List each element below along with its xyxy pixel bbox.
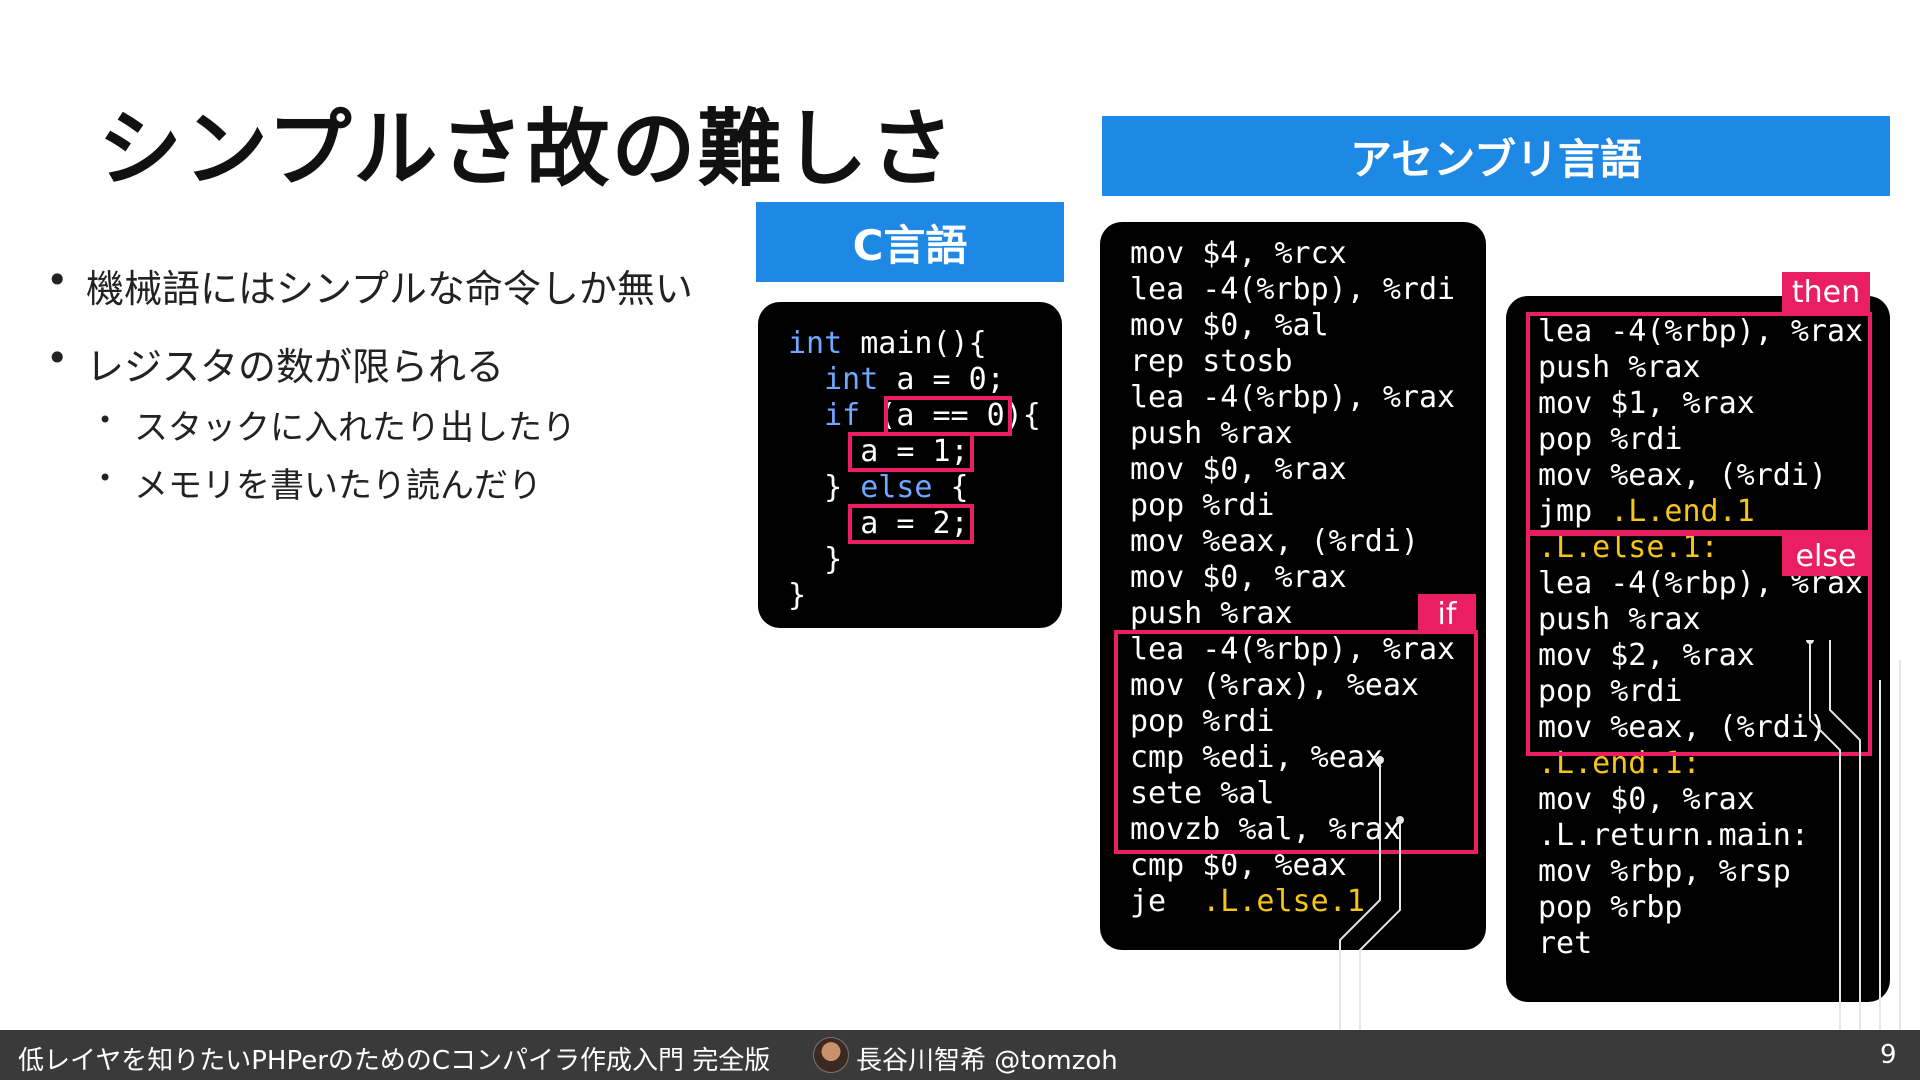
- asm-line: mov $4, %rcx: [1130, 236, 1347, 271]
- sub-bullet-item: スタックに入れたり出したり: [98, 400, 576, 449]
- footer-bar: 低レイヤを知りたいPHPerのためのCコンパイラ作成入門 完全版 長谷川智希 @…: [0, 1030, 1920, 1080]
- asm-line: ret: [1538, 926, 1593, 961]
- asm-line: rep stosb: [1130, 344, 1293, 379]
- asm-line: mov $0, %rax: [1130, 452, 1347, 487]
- then-tag: then: [1782, 272, 1870, 312]
- code-line: a = 1;: [788, 434, 969, 469]
- asm-line: push %rax: [1538, 602, 1701, 637]
- code-line: int main(){: [788, 326, 987, 361]
- asm-line: je .L.else.1: [1130, 884, 1365, 919]
- assembly-code-panel-2: lea -4(%rbp), %rax push %rax mov $1, %ra…: [1506, 296, 1890, 1002]
- speaker-name: 長谷川智希 @tomzoh: [856, 1046, 1118, 1076]
- speaker-avatar: [813, 1037, 849, 1073]
- slide-title: シンプルさ故の難しさ: [98, 100, 956, 198]
- if-tag: if: [1418, 594, 1476, 634]
- asm-line: cmp %edi, %eax: [1130, 740, 1383, 775]
- asm-line: push %rax: [1538, 350, 1701, 385]
- else-block-highlight: [1526, 532, 1872, 756]
- asm-line: lea -4(%rbp), %rdi: [1130, 272, 1456, 307]
- asm-line: mov %eax, (%rdi): [1130, 524, 1419, 559]
- asm-line: lea -4(%rbp), %rax: [1130, 380, 1456, 415]
- else-highlight-box: [848, 504, 974, 544]
- asm-line: pop %rbp: [1538, 890, 1683, 925]
- asm-line: mov $1, %rax: [1538, 386, 1755, 421]
- asm-line: pop %rdi: [1538, 422, 1683, 457]
- asm-line: .L.return.main:: [1538, 818, 1809, 853]
- bullet-item: 機械語にはシンプルな命令しか無い: [46, 258, 693, 313]
- page-number: 9: [1880, 1040, 1897, 1070]
- sub-bullet-item: メモリを書いたり読んだり: [98, 458, 542, 507]
- asm-line: push %rax: [1130, 596, 1293, 631]
- asm-line: mov %eax, (%rdi): [1538, 458, 1827, 493]
- asm-line: pop %rdi: [1538, 674, 1683, 709]
- assembly-code-panel-1: mov $4, %rcx lea -4(%rbp), %rdi mov $0, …: [1100, 222, 1486, 950]
- asm-line: jmp .L.end.1: [1538, 494, 1755, 529]
- bullet-item: レジスタの数が限られる: [46, 336, 504, 391]
- asm-line: mov $0, %al: [1130, 308, 1329, 343]
- asm-line: push %rax: [1130, 416, 1293, 451]
- c-code-panel: int main(){ int a = 0; if (a == 0){ a = …: [758, 302, 1062, 628]
- circuit-decoration: [1339, 640, 1901, 1030]
- asm-line: mov %rbp, %rsp: [1538, 854, 1791, 889]
- code-line: }: [788, 542, 843, 577]
- assembly-header: アセンブリ言語: [1102, 116, 1890, 196]
- asm-line: lea -4(%rbp), %rax: [1130, 632, 1456, 667]
- asm-line: mov (%rax), %eax: [1130, 668, 1419, 703]
- asm-line: mov $0, %rax: [1538, 782, 1755, 817]
- asm-line: sete %al: [1130, 776, 1275, 811]
- code-line: int a = 0;: [788, 362, 1005, 397]
- asm-line: mov $0, %rax: [1130, 560, 1347, 595]
- asm-line: lea -4(%rbp), %rax: [1538, 314, 1864, 349]
- asm-line: movzb %al, %rax: [1130, 812, 1401, 847]
- asm-line: mov $2, %rax: [1538, 638, 1755, 673]
- asm-label-line: .L.end.1:: [1538, 746, 1701, 781]
- c-language-header: C言語: [756, 202, 1064, 282]
- condition-highlight-box: [884, 396, 1012, 436]
- asm-line: pop %rdi: [1130, 704, 1275, 739]
- code-line: } else {: [788, 470, 969, 505]
- if-block-highlight: [1114, 630, 1478, 854]
- asm-line: pop %rdi: [1130, 488, 1275, 523]
- then-highlight-box: [848, 432, 974, 472]
- else-tag: else: [1782, 536, 1870, 576]
- code-line: }: [788, 578, 807, 613]
- asm-line: mov %eax, (%rdi): [1538, 710, 1827, 745]
- asm-line: lea -4(%rbp), %rax: [1538, 566, 1864, 601]
- talk-title: 低レイヤを知りたいPHPerのためのCコンパイラ作成入門 完全版: [18, 1046, 771, 1076]
- code-line: a = 2;: [788, 506, 969, 541]
- then-block-highlight: [1526, 312, 1872, 534]
